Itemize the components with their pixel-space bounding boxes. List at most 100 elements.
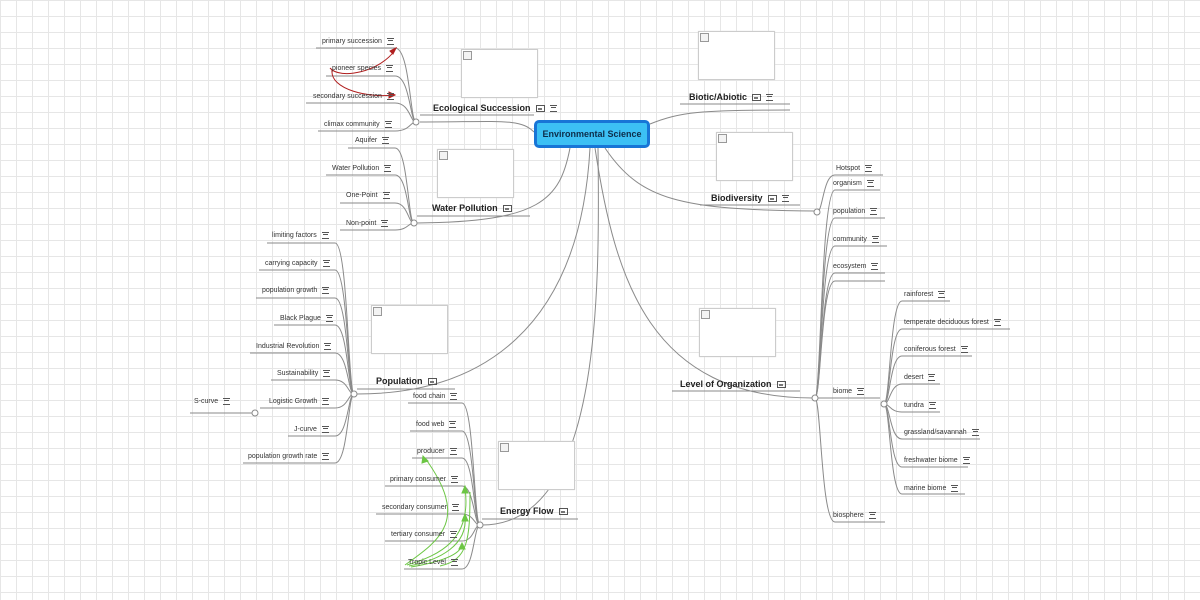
topic-energy-flow[interactable]: Energy Flow: [500, 506, 568, 517]
subtopic-population-growth-rate[interactable]: population growth rate: [248, 452, 330, 461]
note-icon[interactable]: [450, 558, 458, 566]
note-icon[interactable]: [382, 136, 390, 144]
note-icon[interactable]: [223, 397, 231, 405]
note-icon[interactable]: [871, 235, 879, 243]
subtopic-black-plague[interactable]: Black Plague: [280, 314, 333, 323]
note-icon[interactable]: [321, 425, 329, 433]
subtopic-hotspot[interactable]: Hotspot: [836, 164, 873, 173]
relation-pioneer-to-secondary: [331, 69, 394, 97]
subtopic-biome[interactable]: biome: [833, 387, 865, 396]
subtopic-tertiary-consumer[interactable]: tertiary consumer: [391, 530, 458, 539]
note-icon[interactable]: [781, 195, 789, 203]
note-icon[interactable]: [450, 530, 458, 538]
subtopic-population-growth[interactable]: population growth: [262, 286, 330, 295]
note-icon[interactable]: [382, 191, 390, 199]
subtopic-one-point[interactable]: One-Point: [346, 191, 390, 200]
note-icon[interactable]: [322, 397, 330, 405]
note-icon[interactable]: [321, 231, 329, 239]
subtopic-limiting-factors[interactable]: limiting factors: [272, 231, 329, 240]
note-icon[interactable]: [386, 37, 394, 45]
note-icon[interactable]: [386, 92, 394, 100]
topic-ecological-succession[interactable]: Ecological Succession: [433, 103, 557, 114]
subtopic-primary-succession[interactable]: primary succession: [322, 37, 394, 46]
note-icon[interactable]: [322, 259, 330, 267]
subtopic-sustainability[interactable]: Sustainability: [277, 369, 331, 378]
subtopic-rainforest[interactable]: rainforest: [904, 290, 946, 299]
subtopic-organism[interactable]: organism: [833, 179, 874, 188]
subtopic-industrial-revolution[interactable]: Industrial Revolution: [256, 342, 332, 351]
image-icon[interactable]: [752, 94, 761, 102]
image-icon[interactable]: [535, 105, 545, 113]
subtopic-non-point[interactable]: Non-point: [346, 219, 389, 228]
note-icon[interactable]: [962, 456, 970, 464]
subtopic-j-curve[interactable]: J-curve: [294, 425, 329, 434]
note-icon[interactable]: [928, 373, 936, 381]
note-icon[interactable]: [325, 314, 333, 322]
subtopic-primary-consumer[interactable]: primary consumer: [390, 475, 459, 484]
note-icon[interactable]: [971, 428, 979, 436]
subtopic-community[interactable]: community: [833, 235, 879, 244]
topic-population[interactable]: Population: [376, 376, 437, 387]
note-icon[interactable]: [868, 511, 876, 519]
subtopic-grassland-savannah[interactable]: grassland/savannah: [904, 428, 979, 437]
note-icon[interactable]: [549, 105, 557, 113]
subtopic-food-chain[interactable]: food chain: [413, 392, 458, 401]
subtopic-freshwater-biome[interactable]: freshwater biome: [904, 456, 970, 465]
note-icon[interactable]: [866, 179, 874, 187]
note-icon[interactable]: [323, 369, 331, 377]
note-icon[interactable]: [384, 120, 392, 128]
subtopic-ecosystem[interactable]: ecosystem: [833, 262, 879, 271]
note-icon[interactable]: [451, 503, 459, 511]
note-icon[interactable]: [865, 164, 873, 172]
image-icon[interactable]: [767, 195, 777, 203]
note-icon[interactable]: [449, 420, 457, 428]
topic-biotic-abiotic[interactable]: Biotic/Abiotic: [689, 92, 773, 103]
subtopic-population-level[interactable]: population: [833, 207, 878, 216]
note-icon[interactable]: [870, 207, 878, 215]
topic-water-pollution[interactable]: Water Pollution: [432, 203, 512, 214]
subtopic-tropic-level[interactable]: Tropic Level: [408, 558, 458, 567]
note-icon[interactable]: [451, 475, 459, 483]
subtopic-climax-community[interactable]: climax community: [324, 120, 392, 129]
image-icon[interactable]: [558, 508, 568, 516]
subtopic-desert[interactable]: desert: [904, 373, 936, 382]
image-icon[interactable]: [776, 381, 786, 389]
subtopic-food-web[interactable]: food web: [416, 420, 457, 429]
note-icon[interactable]: [322, 286, 330, 294]
topic-biodiversity[interactable]: Biodiversity: [711, 193, 789, 204]
subtopic-producer[interactable]: producer: [417, 447, 457, 456]
subtopic-logistic-growth[interactable]: Logistic Growth: [269, 397, 330, 406]
image-icon[interactable]: [427, 378, 437, 386]
subtopic-water-pollution[interactable]: Water Pollution: [332, 164, 392, 173]
note-icon[interactable]: [322, 452, 330, 460]
note-icon[interactable]: [928, 401, 936, 409]
subtopic-temperate-deciduous-forest[interactable]: temperate deciduous forest: [904, 318, 1001, 327]
note-icon[interactable]: [449, 447, 457, 455]
note-icon[interactable]: [381, 219, 389, 227]
note-icon[interactable]: [450, 392, 458, 400]
note-icon[interactable]: [766, 94, 773, 102]
subtopic-biosphere[interactable]: biosphere: [833, 511, 876, 520]
note-icon[interactable]: [386, 64, 394, 72]
note-icon[interactable]: [384, 164, 392, 172]
subtopic-secondary-succession[interactable]: secondary succession: [313, 92, 394, 101]
note-icon[interactable]: [871, 262, 879, 270]
subtopic-marine-biome[interactable]: marine biome: [904, 484, 959, 493]
central-topic[interactable]: Environmental Science: [534, 120, 650, 148]
subtopic-coniferous-forest[interactable]: coniferous forest: [904, 345, 968, 354]
note-icon[interactable]: [938, 290, 946, 298]
subtopic-s-curve[interactable]: S-curve: [194, 397, 231, 406]
note-icon[interactable]: [324, 342, 332, 350]
subtopic-pioneer-species[interactable]: pioneer species: [332, 64, 394, 73]
note-icon[interactable]: [951, 484, 959, 492]
subtopic-secondary-consumer[interactable]: secondary consumer: [382, 503, 459, 512]
note-icon[interactable]: [857, 387, 865, 395]
topic-level-of-organization[interactable]: Level of Organization: [680, 379, 786, 390]
note-icon[interactable]: [993, 318, 1001, 326]
subtopic-carrying-capacity[interactable]: carrying capacity: [265, 259, 330, 268]
subtopic-tundra[interactable]: tundra: [904, 401, 936, 410]
note-icon[interactable]: [960, 345, 968, 353]
subtopic-aquifer[interactable]: Aquifer: [355, 136, 390, 145]
image-icon[interactable]: [502, 205, 512, 213]
